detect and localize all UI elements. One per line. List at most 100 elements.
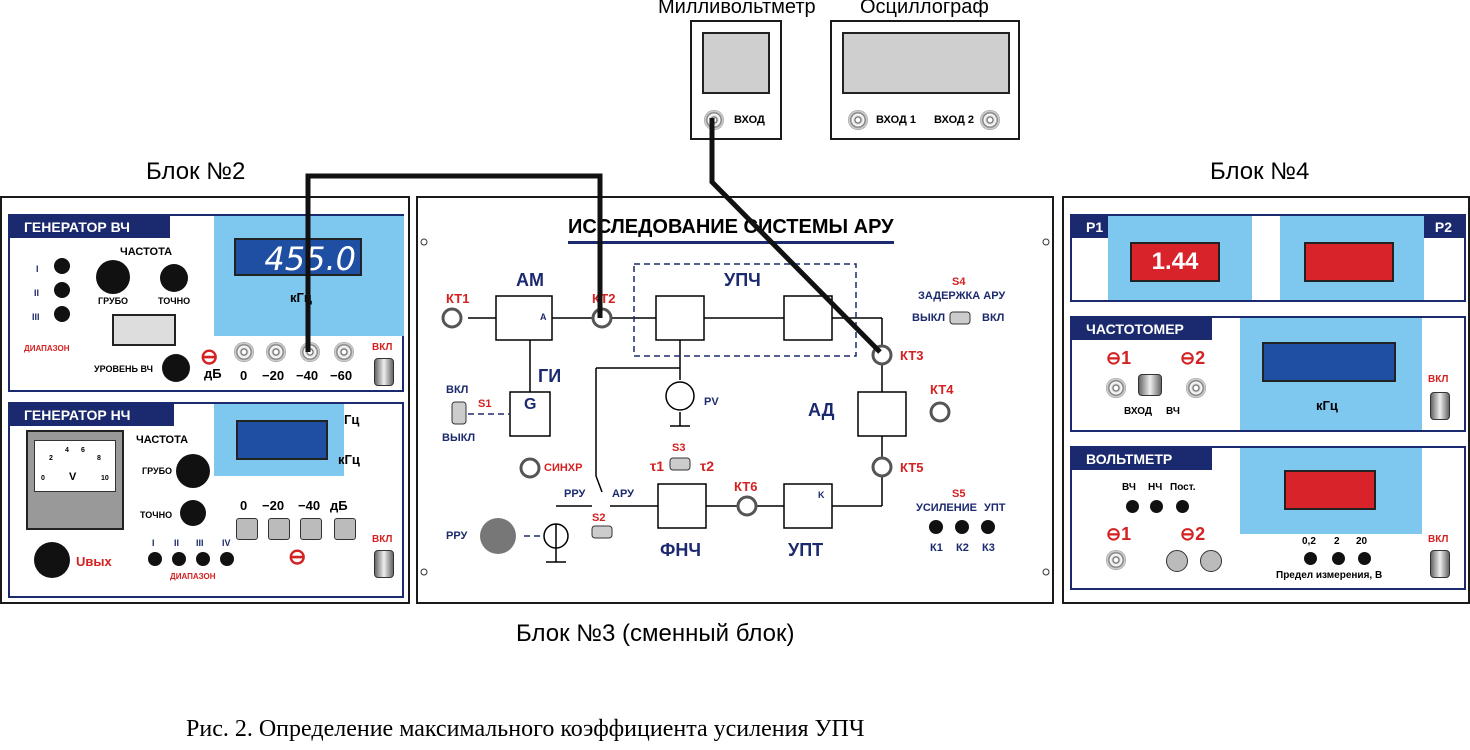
volt-header: ВОЛЬТМЕТР bbox=[1072, 448, 1212, 470]
block4-panel: P1 P2 1.44 ЧАСТОТОМЕР кГц ⊖1 ⊖2 ВХОД ВЧ … bbox=[1062, 196, 1470, 604]
kt2-jack bbox=[591, 307, 613, 329]
hf-fine-knob[interactable] bbox=[160, 264, 188, 292]
freq-in2-label: ⊖2 bbox=[1180, 348, 1206, 368]
hf-range-1: I bbox=[36, 264, 39, 274]
kt3-jack bbox=[871, 344, 893, 366]
p2-header: P2 bbox=[1422, 216, 1464, 238]
lf-meter-unit: V bbox=[69, 471, 77, 483]
lf-output-knob[interactable] bbox=[34, 542, 70, 578]
volt-mode-hf-button[interactable] bbox=[1126, 500, 1139, 513]
volt-limit-02-button[interactable] bbox=[1304, 552, 1317, 565]
s1-on-label: ВКЛ bbox=[446, 384, 469, 396]
volt-ground-jack[interactable] bbox=[1200, 550, 1222, 572]
millivoltmeter: ВХОД bbox=[690, 20, 782, 140]
lf-meter-scale-10: 10 bbox=[101, 475, 109, 482]
volt-on-label: ВКЛ bbox=[1428, 534, 1449, 545]
volt-limit-2-button[interactable] bbox=[1332, 552, 1345, 565]
lf-att-jack-20[interactable] bbox=[268, 518, 290, 540]
lf-meter-scale-8: 8 bbox=[97, 455, 101, 462]
volt-mode-lf-button[interactable] bbox=[1150, 500, 1163, 513]
kt2-label: КТ2 bbox=[592, 291, 616, 306]
lf-att-20: −20 bbox=[262, 498, 285, 513]
hf-frequency-display: 455.0 bbox=[234, 238, 362, 278]
s5-label: S5 bbox=[952, 488, 966, 500]
millivoltmeter-input-jack[interactable] bbox=[704, 110, 724, 130]
volt-limit-20-button[interactable] bbox=[1358, 552, 1371, 565]
hf-generator: ГЕНЕРАТОР ВЧ 455.0 кГц ЧАСТОТА ГРУБО ТОЧ… bbox=[8, 214, 404, 392]
hf-att-jack-60[interactable] bbox=[334, 342, 354, 362]
p1-header: P1 bbox=[1072, 216, 1112, 238]
lf-att-jack-40[interactable] bbox=[300, 518, 322, 540]
hf-power-switch[interactable] bbox=[374, 358, 394, 386]
millivoltmeter-input-label: ВХОД bbox=[734, 114, 765, 126]
oscilloscope-input2-label: ВХОД 2 bbox=[934, 114, 974, 126]
volt-power-switch[interactable] bbox=[1430, 550, 1450, 578]
upch-amp-block bbox=[655, 295, 705, 341]
hf-att-jack-40[interactable] bbox=[300, 342, 320, 362]
volt-mode-dc-button[interactable] bbox=[1176, 500, 1189, 513]
hf-level-knob[interactable] bbox=[162, 354, 190, 382]
millivoltmeter-screen bbox=[702, 32, 770, 94]
ad-label: АД bbox=[808, 400, 835, 420]
freq-on-label: ВКЛ bbox=[1428, 374, 1449, 385]
hf-att-jack-20[interactable] bbox=[266, 342, 286, 362]
lf-coarse-label: ГРУБО bbox=[142, 466, 173, 476]
oscilloscope-input1-jack[interactable] bbox=[848, 110, 868, 130]
volt-in1-jack[interactable] bbox=[1106, 550, 1126, 570]
lf-range-label: ДИАПАЗОН bbox=[170, 572, 216, 581]
lf-power-switch[interactable] bbox=[374, 550, 394, 578]
lf-ground-jack[interactable] bbox=[334, 518, 356, 540]
lf-coarse-knob[interactable] bbox=[176, 454, 210, 488]
freq-input-switch[interactable] bbox=[1138, 374, 1162, 396]
lf-db-label: дБ bbox=[330, 498, 348, 513]
volt-in1-label: ⊖1 bbox=[1106, 524, 1132, 544]
lf-fine-label: ТОЧНО bbox=[140, 510, 173, 520]
hf-on-label: ВКЛ bbox=[372, 342, 393, 353]
hf-range-3: III bbox=[32, 312, 40, 322]
lf-output-arrow-icon: ⊖ bbox=[288, 544, 307, 569]
k2-button bbox=[955, 520, 969, 534]
volt-mode-hf: ВЧ bbox=[1122, 482, 1136, 493]
lf-range-button-1[interactable] bbox=[148, 552, 162, 566]
lf-unit-hz: Гц bbox=[344, 412, 360, 427]
freq-in2-jack[interactable] bbox=[1186, 378, 1206, 398]
volt-limit-2: 2 bbox=[1334, 536, 1340, 547]
freq-in1-jack[interactable] bbox=[1106, 378, 1126, 398]
pv-label: PV bbox=[704, 396, 719, 408]
block2-title: Блок №2 bbox=[146, 158, 246, 185]
freq-input-label: ВХОД bbox=[1124, 406, 1153, 417]
oscilloscope-screen bbox=[842, 32, 1010, 94]
volt-limit-02: 0,2 bbox=[1302, 536, 1316, 547]
oscilloscope-input2-jack[interactable] bbox=[980, 110, 1000, 130]
lf-range-button-2[interactable] bbox=[172, 552, 186, 566]
tau1-label: τ1 bbox=[650, 458, 665, 474]
k-label: K bbox=[818, 490, 825, 500]
kt1-jack bbox=[441, 307, 463, 329]
lf-meter-scale-2: 2 bbox=[49, 455, 53, 462]
k3-label: К3 bbox=[982, 542, 995, 554]
voltmeter: ВОЛЬТМЕТР ВЧ НЧ Пост. ⊖1 ⊖2 0,2 2 20 Пре… bbox=[1070, 446, 1466, 590]
lf-range-button-3[interactable] bbox=[196, 552, 210, 566]
volt-in2-jack[interactable] bbox=[1166, 550, 1188, 572]
volt-limit-label: Предел измерения, В bbox=[1276, 570, 1383, 581]
kt5-jack bbox=[871, 456, 893, 478]
hf-att-20: −20 bbox=[262, 368, 285, 383]
figure-caption: Рис. 2. Определение максимального коэффи… bbox=[186, 716, 865, 742]
lf-fine-knob[interactable] bbox=[180, 500, 206, 526]
lf-att-jack-0[interactable] bbox=[236, 518, 258, 540]
s4-label: S4 bbox=[952, 276, 966, 288]
hf-range-button-1[interactable] bbox=[54, 258, 70, 274]
lf-generator: ГЕНЕРАТОР НЧ Гц кГц V 0 2 4 6 8 10 ЧАСТО… bbox=[8, 402, 404, 598]
lf-range-button-4[interactable] bbox=[220, 552, 234, 566]
oscilloscope-input1-label: ВХОД 1 bbox=[876, 114, 916, 126]
hf-att-jack-0[interactable] bbox=[234, 342, 254, 362]
tau2-label: τ2 bbox=[700, 458, 715, 474]
volt-limit-20: 20 bbox=[1356, 536, 1368, 547]
freq-power-switch[interactable] bbox=[1430, 392, 1450, 420]
hf-range-button-2[interactable] bbox=[54, 282, 70, 298]
fnch-block bbox=[657, 483, 707, 529]
am-label: АМ bbox=[516, 270, 544, 290]
hf-coarse-knob[interactable] bbox=[96, 260, 130, 294]
hf-range-button-3[interactable] bbox=[54, 306, 70, 322]
gain-label: УСИЛЕНИЕ bbox=[916, 502, 977, 514]
